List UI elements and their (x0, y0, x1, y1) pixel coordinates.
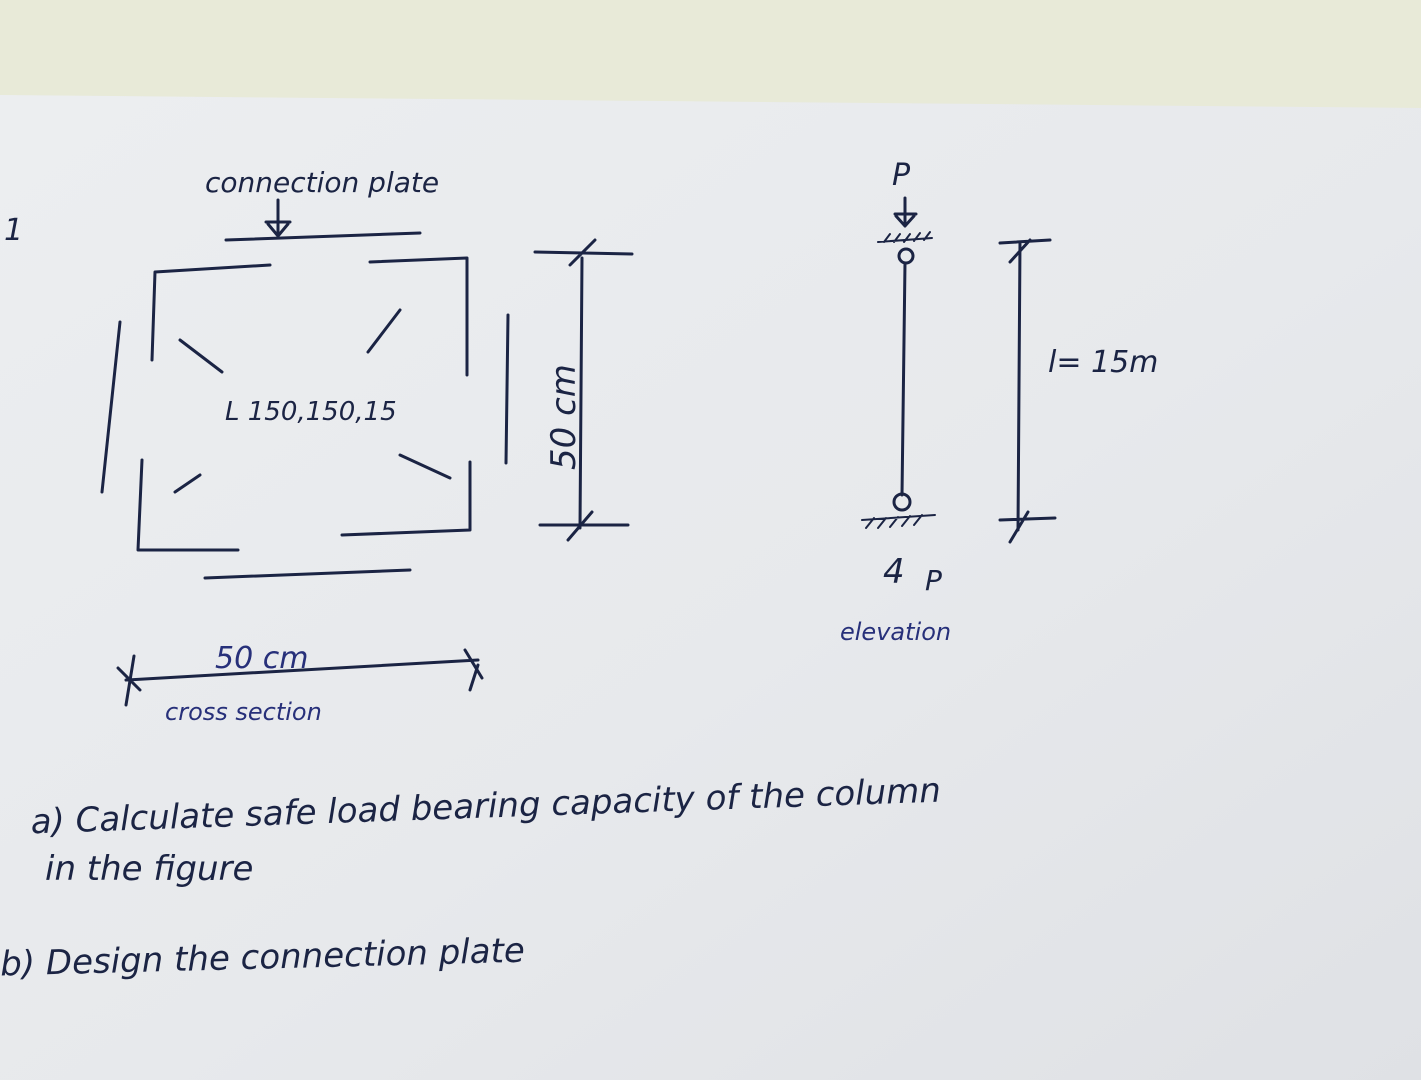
leader-tick-top-right (366, 308, 402, 354)
length-dimension-lines (998, 238, 1057, 544)
height-dimension-label: 50 cm (544, 364, 584, 470)
top-connection-plate (224, 231, 422, 242)
width-dimension-lines (116, 648, 484, 707)
bottom-load-arrow: 4 (883, 552, 905, 592)
bottom-support-hatch (861, 514, 936, 529)
cross-section-caption: cross section (165, 698, 322, 726)
paper-sheet (0, 95, 1421, 1080)
cross-section-drawing: connection plate L 150,150,15 50 cm 50 c… (100, 166, 634, 726)
angle-section-label: L 150,150,15 (225, 397, 397, 427)
connection-plate-arrow (264, 198, 292, 238)
angle-bottom-right (340, 460, 472, 537)
width-dimension-label: 50 cm (215, 641, 308, 676)
bottom-connection-plate (203, 568, 412, 580)
leader-tick-bottom-left (173, 473, 202, 494)
top-load-arrow (893, 196, 918, 228)
angle-bottom-left (136, 458, 240, 552)
leader-tick-top-left (178, 338, 224, 374)
right-connection-plate (504, 313, 510, 465)
height-dimension-lines (533, 238, 634, 542)
elevation-drawing: P 4 P l= 15m elevation (840, 158, 1158, 646)
bottom-load-label: P (925, 564, 942, 597)
length-label: l= 15m (1048, 345, 1158, 380)
angle-top-right (368, 256, 469, 377)
top-support-hatch (877, 231, 933, 243)
bottom-pin-support (892, 492, 912, 512)
top-load-label: P (892, 158, 911, 193)
leader-tick-bottom-right (398, 453, 452, 480)
connection-plate-label: connection plate (205, 166, 439, 199)
left-connection-plate (100, 320, 122, 494)
angle-top-left (150, 263, 272, 362)
question-a-line2: in the figure (45, 849, 253, 889)
margin-mark: 1 (4, 213, 23, 248)
column-member (900, 261, 907, 497)
elevation-caption: elevation (840, 618, 951, 646)
